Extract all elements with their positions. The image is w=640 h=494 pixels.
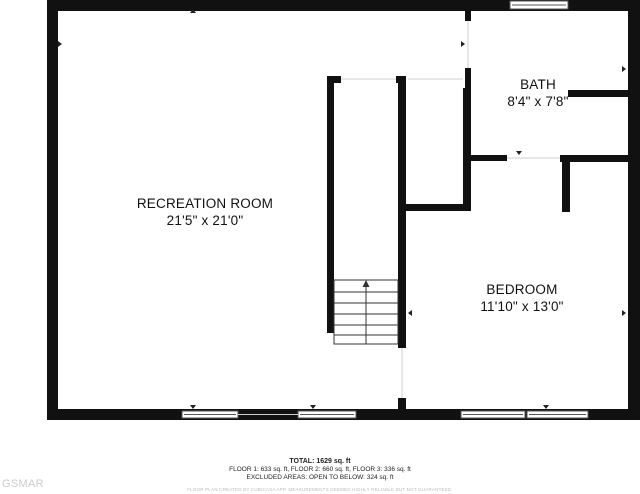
room-recreation-dims: 21'5" x 21'0" xyxy=(166,213,244,228)
footer-excluded: EXCLUDED AREAS: OPEN TO BELOW: 324 sq. f… xyxy=(246,474,394,481)
wall-bath-shelf xyxy=(568,90,628,97)
room-recreation-name: RECREATION ROOM xyxy=(136,196,274,211)
room-bath: BATH 8'4" x 7'8" xyxy=(488,76,588,110)
wall-bedroom-closet xyxy=(562,155,570,212)
room-bedroom: BEDROOM 11'10" x 13'0" xyxy=(462,281,582,315)
wall-bath-left-top xyxy=(465,11,471,21)
watermark-logo: GSMAR xyxy=(2,478,44,490)
wall-stair-left xyxy=(327,76,334,333)
wall-stair-right xyxy=(398,76,406,348)
markers xyxy=(58,9,626,409)
wall-closet-bottom xyxy=(402,204,471,211)
windows xyxy=(181,0,589,419)
wall-left xyxy=(47,0,58,420)
wall-bath-bottom-left xyxy=(471,155,507,161)
wall-bath-bottom-right xyxy=(560,155,628,162)
stairs xyxy=(333,279,399,345)
wall-top xyxy=(47,0,639,11)
room-bath-dims: 8'4" x 7'8" xyxy=(507,94,569,109)
footer-total: TOTAL: 1629 sq. ft xyxy=(289,458,351,465)
wall-closet-right xyxy=(463,88,471,210)
footer-floors: FLOOR 1: 633 sq. ft, FLOOR 2: 660 sq. ft… xyxy=(229,466,411,473)
footer-disclaimer: FLOOR PLAN CREATED BY CUBICASA APP. MEAS… xyxy=(187,487,453,492)
door-openings xyxy=(238,21,560,415)
wall-right xyxy=(628,0,640,420)
room-bath-name: BATH xyxy=(520,77,556,92)
room-bedroom-name: BEDROOM xyxy=(486,282,558,297)
wall-bath-left xyxy=(465,68,471,88)
wall-bedroom-left-bottom xyxy=(398,398,406,410)
stairs-arrow-head xyxy=(362,280,370,287)
room-bedroom-dims: 11'10" x 13'0" xyxy=(480,299,564,314)
interior-walls xyxy=(327,11,628,410)
room-recreation: RECREATION ROOM 21'5" x 21'0" xyxy=(115,195,295,229)
